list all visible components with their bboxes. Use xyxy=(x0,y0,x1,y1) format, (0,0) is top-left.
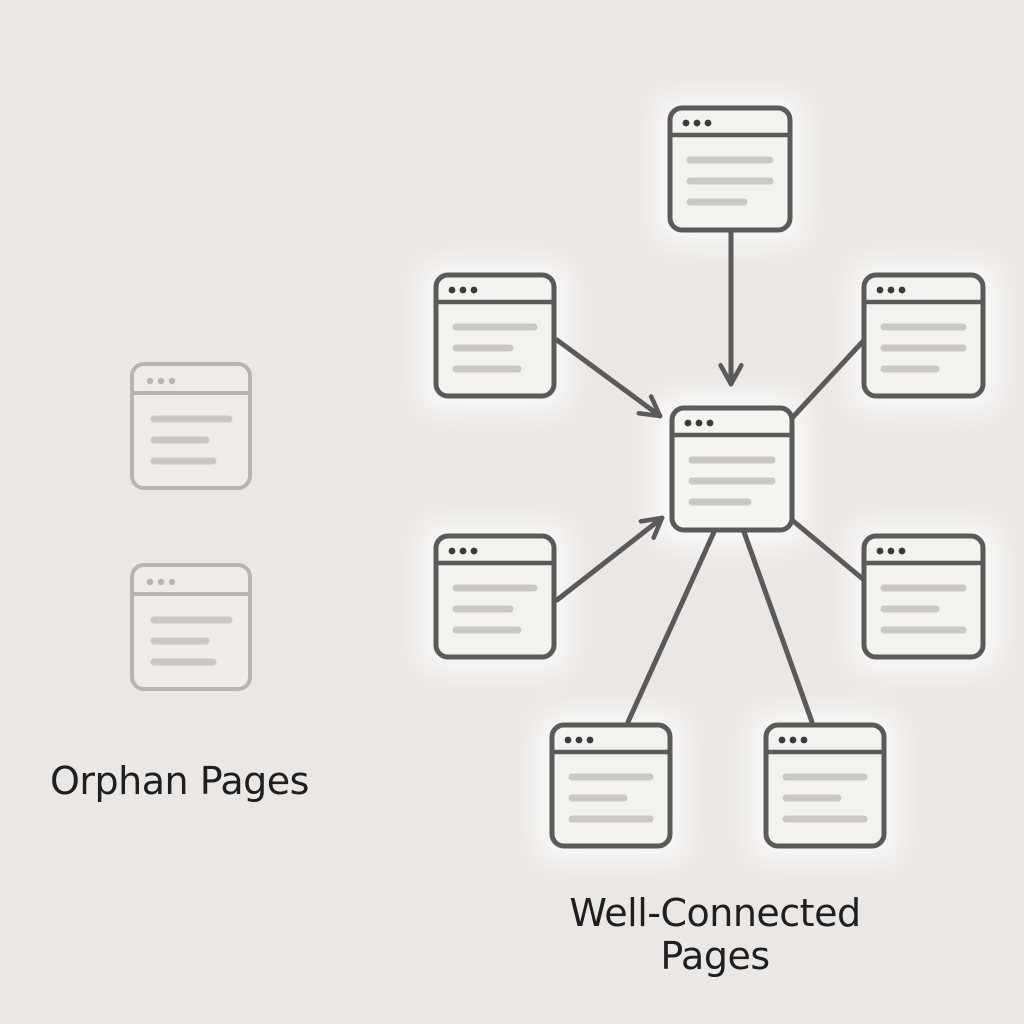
links xyxy=(554,229,869,725)
orphan-page-icon xyxy=(130,563,252,691)
link-upper-left-to-hub xyxy=(554,337,663,419)
page-bottom-left-icon xyxy=(549,722,673,849)
link-hub-to-bottom-left xyxy=(625,529,717,725)
page-lower-right-icon xyxy=(861,533,986,660)
well-connected-label-line1: Well-Connected xyxy=(569,891,861,935)
orphan-pages xyxy=(130,362,252,691)
link-hub-to-bottom-right xyxy=(741,529,815,725)
orphan-pages-label: Orphan Pages xyxy=(50,759,309,803)
page-upper-left-icon xyxy=(433,272,557,399)
page-lower-left-icon xyxy=(433,533,557,660)
connected-pages xyxy=(433,105,986,849)
page-upper-right-icon xyxy=(861,272,986,399)
page-top-icon xyxy=(667,105,793,233)
link-hub-to-lower-right xyxy=(789,517,867,583)
link-hub-to-upper-right xyxy=(789,335,869,421)
well-connected-pages-label: Well-Connected Pages xyxy=(520,892,910,977)
page-hub-icon xyxy=(669,405,795,533)
well-connected-label-line2: Pages xyxy=(660,933,770,978)
link-lower-left-to-hub xyxy=(554,515,665,603)
orphan-page-icon xyxy=(130,362,252,490)
page-bottom-right-icon xyxy=(763,722,887,849)
